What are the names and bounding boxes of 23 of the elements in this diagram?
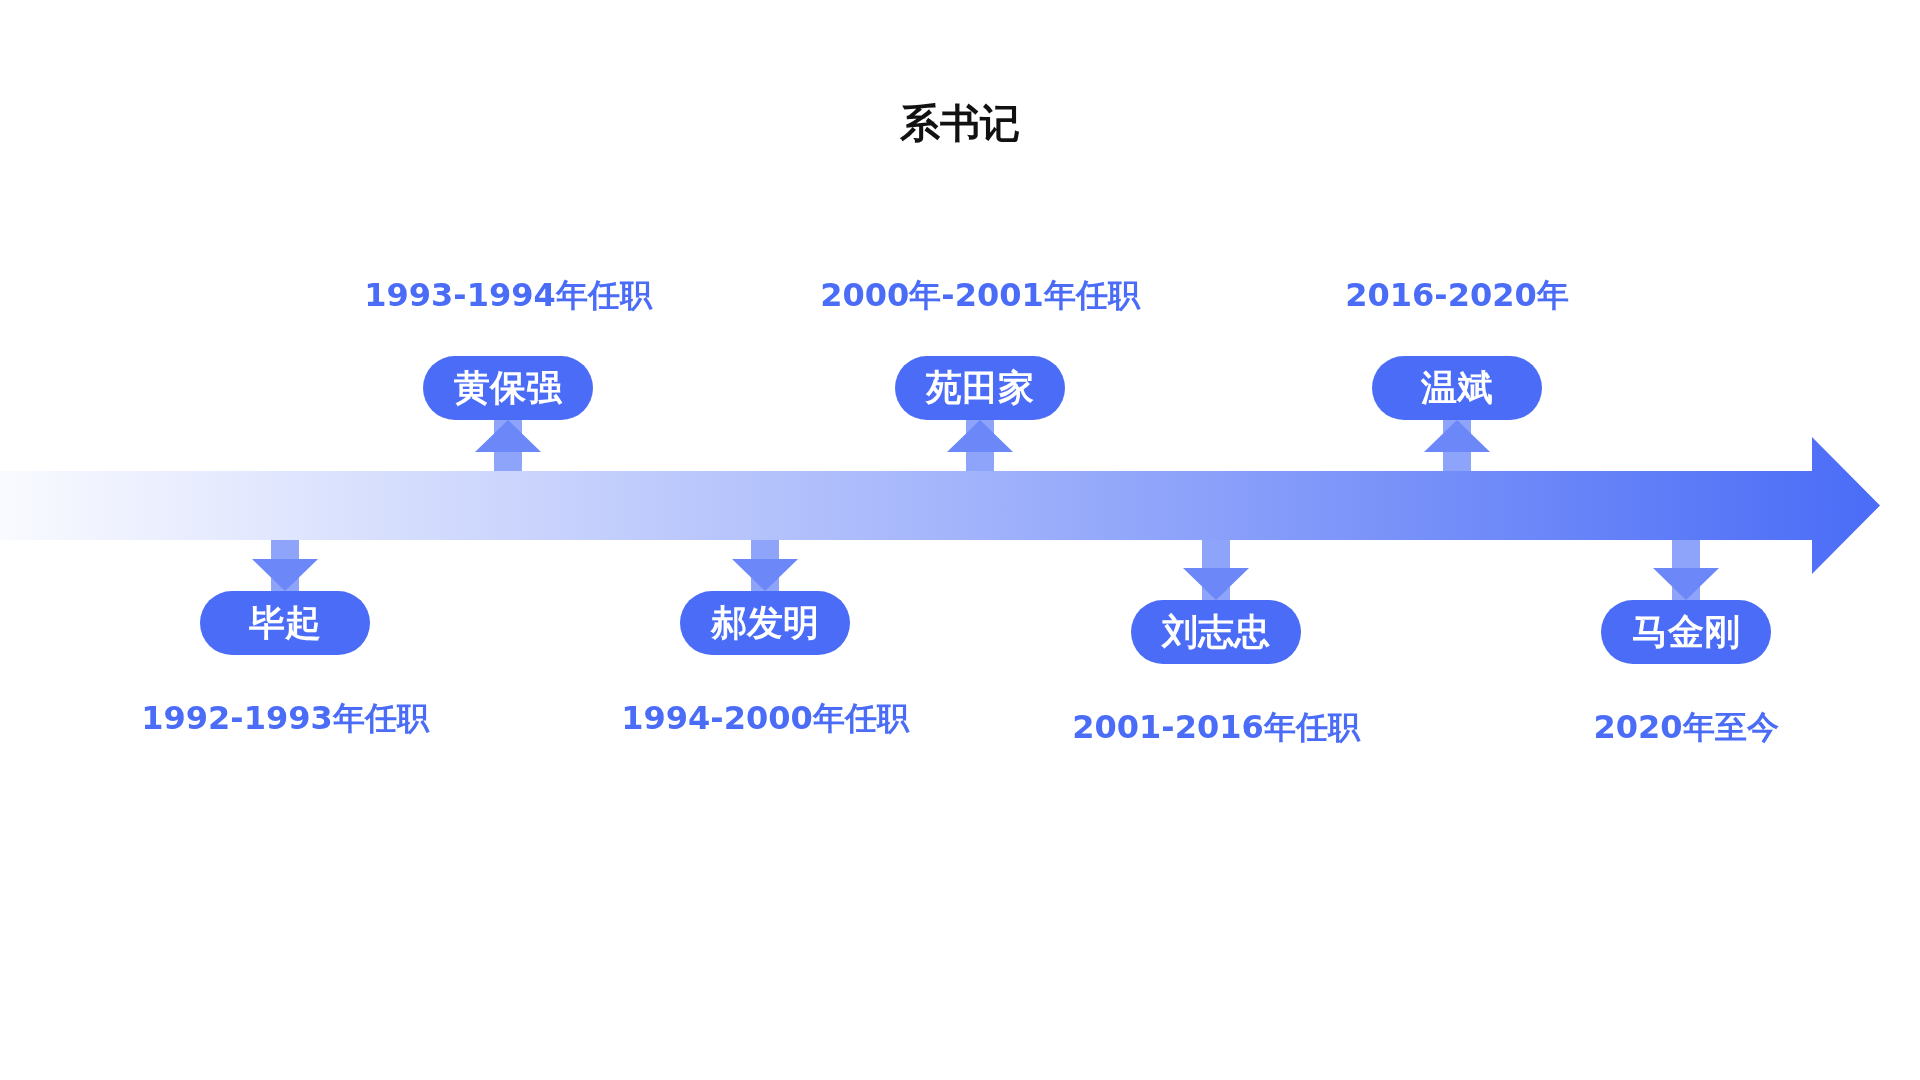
arrow xyxy=(732,540,798,591)
term-date: 2020年至今 xyxy=(1592,707,1780,748)
term-date: 1993-1994年任职 xyxy=(363,275,654,316)
term-date: 2001-2016年任职 xyxy=(1071,707,1362,748)
term-date: 2000年-2001年任职 xyxy=(819,275,1142,316)
term-date: 1992-1993年任职 xyxy=(140,698,431,739)
term-date: 2016-2020年 xyxy=(1344,275,1570,316)
name-pill: 刘志忠 xyxy=(1131,600,1301,664)
arrow xyxy=(475,420,541,471)
arrow xyxy=(1653,540,1719,600)
arrow xyxy=(1424,420,1490,471)
timeline-arrow xyxy=(0,437,1880,574)
name-pill: 郝发明 xyxy=(680,591,850,655)
arrow xyxy=(252,540,318,591)
name-pill: 温斌 xyxy=(1372,356,1542,420)
diagram-title: 系书记 xyxy=(899,99,1021,148)
name-pill: 马金刚 xyxy=(1601,600,1771,664)
term-date: 1994-2000年任职 xyxy=(620,698,911,739)
name-pill: 黄保强 xyxy=(423,356,593,420)
name-pill: 毕起 xyxy=(200,591,370,655)
arrow xyxy=(947,420,1013,471)
arrow xyxy=(1183,540,1249,600)
name-pill: 苑田家 xyxy=(895,356,1065,420)
